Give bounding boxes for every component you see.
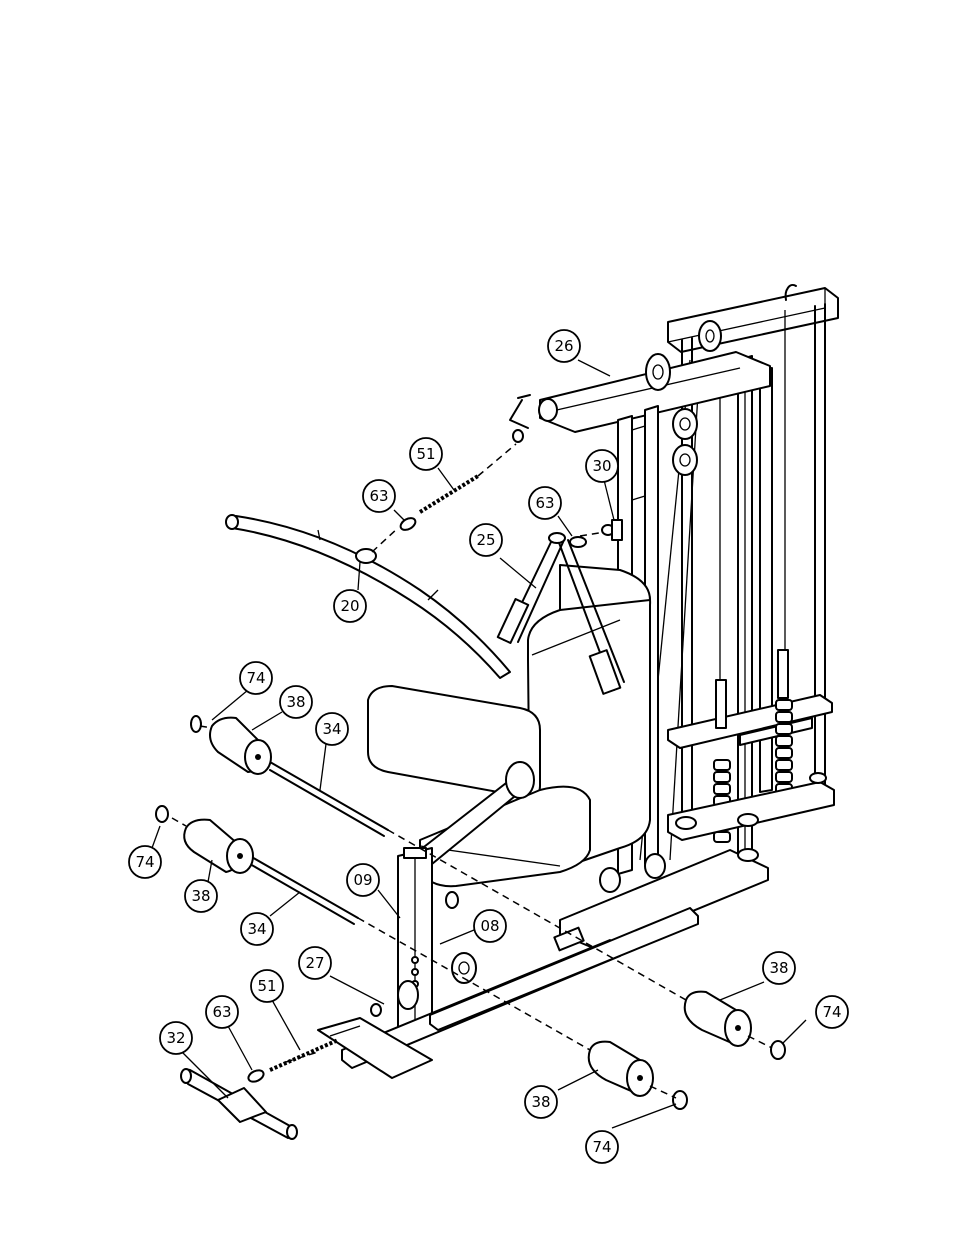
callout-74-c: 74 [815, 995, 849, 1029]
callout-63-upper-right: 63 [528, 486, 562, 520]
front-upright [317, 847, 699, 1079]
assembly-lines [171, 443, 773, 1099]
seat-pad [367, 685, 591, 888]
svg-text:38: 38 [531, 1093, 550, 1111]
svg-text:74: 74 [246, 669, 265, 687]
svg-text:26: 26 [554, 337, 573, 355]
callout-27: 27 [298, 946, 332, 980]
svg-text:38: 38 [769, 959, 788, 977]
callout-09: 09 [346, 863, 380, 897]
svg-text:09: 09 [353, 871, 372, 889]
lat-bar [225, 514, 511, 679]
triangle-handle [496, 532, 625, 695]
high-pulley-arm [509, 351, 771, 443]
svg-text:34: 34 [322, 720, 341, 738]
roller-set-upper-left [190, 715, 389, 837]
callout-32: 32 [159, 1021, 193, 1055]
svg-text:34: 34 [247, 920, 266, 938]
callouts: 26 51 30 63 63 25 20 74 38 34 74 38 09 3… [128, 329, 849, 1164]
svg-text:74: 74 [592, 1138, 611, 1156]
svg-text:63: 63 [369, 487, 388, 505]
callout-20: 20 [333, 589, 367, 623]
svg-text:08: 08 [480, 917, 499, 935]
callout-34-a: 34 [315, 712, 349, 746]
svg-text:38: 38 [286, 693, 305, 711]
weight-stack-tower [559, 284, 839, 951]
callout-38-a: 38 [279, 685, 313, 719]
roller-right-lower [587, 1040, 688, 1110]
svg-text:38: 38 [191, 887, 210, 905]
callout-38-c: 38 [762, 951, 796, 985]
svg-text:30: 30 [592, 457, 611, 475]
callout-34-b: 34 [240, 912, 274, 946]
callout-30: 30 [585, 449, 619, 483]
svg-text:51: 51 [257, 977, 276, 995]
svg-text:51: 51 [416, 445, 435, 463]
svg-text:25: 25 [476, 531, 495, 549]
roller-set-lower-left [155, 805, 359, 925]
callout-38-b: 38 [184, 879, 218, 913]
svg-text:32: 32 [166, 1029, 185, 1047]
callout-63-upper-left: 63 [362, 479, 396, 513]
svg-text:63: 63 [212, 1003, 231, 1021]
callout-74-a: 74 [239, 661, 273, 695]
clip-30 [569, 519, 623, 548]
lower-chain-assembly [247, 1003, 382, 1083]
callout-38-d: 38 [524, 1085, 558, 1119]
callout-51-upper: 51 [409, 437, 443, 471]
callout-25: 25 [469, 523, 503, 557]
callout-51-lower: 51 [250, 969, 284, 1003]
callout-26: 26 [547, 329, 581, 363]
roller-right-upper [683, 990, 786, 1060]
svg-text:27: 27 [305, 954, 324, 972]
callout-08: 08 [473, 909, 507, 943]
straight-handle [180, 1068, 298, 1140]
weight-plates-right [775, 649, 793, 795]
svg-text:74: 74 [135, 853, 154, 871]
upper-chain [399, 474, 480, 531]
svg-text:74: 74 [822, 1003, 841, 1021]
callout-74-b: 74 [128, 845, 162, 879]
svg-text:20: 20 [340, 597, 359, 615]
callout-74-d: 74 [585, 1130, 619, 1164]
callout-63-lower: 63 [205, 995, 239, 1029]
svg-text:63: 63 [535, 494, 554, 512]
